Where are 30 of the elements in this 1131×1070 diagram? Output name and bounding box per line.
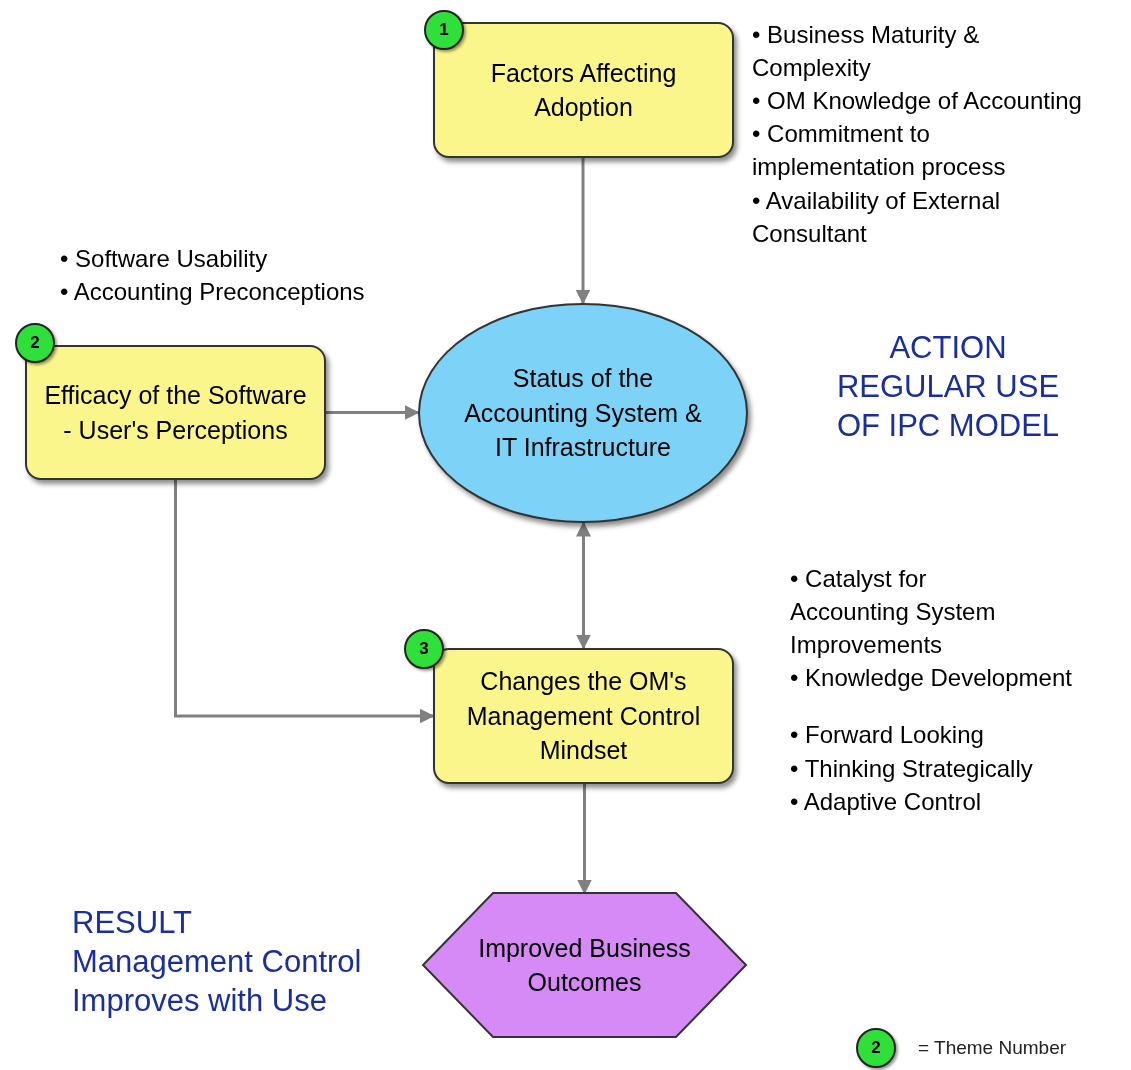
heading-text: Improves with Use [72,983,327,1019]
theme-number-circle: 2 [856,1028,896,1068]
theme-number-circle: 2 [15,323,55,363]
node-text: Improved Business Outcomes [477,932,692,998]
bullet-text: • Availability of External Consultant [752,185,1002,249]
bullet-text: • Catalyst for Accounting System Improvements [790,564,997,661]
bullet-text: • Software Usability [60,244,269,274]
status-ellipse: Status of the Accounting System & IT Infrastructure [418,303,748,523]
theme-number-circle: 1 [424,10,464,50]
arrow [174,480,435,724]
bullet-text: • Business Maturity & Complexity [752,20,981,84]
arrow [575,158,591,305]
legend-text: = Theme Number [918,1037,1067,1059]
bullet-text: • Knowledge Development [790,663,1073,694]
heading-text: RESULT [72,905,192,941]
bullet-text: • Thinking Strategically [790,753,1034,784]
bullet-text: • Forward Looking [790,720,985,751]
bullet-text: • OM Knowledge of Accounting [752,86,1083,117]
arrow [577,784,592,895]
heading-text: ACTION [889,330,1007,366]
process-box: Changes the OM's Management Control Mindset [433,648,734,784]
bullet-text: • Adaptive Control [790,786,983,817]
arrow [576,521,591,650]
bullet-text: • Accounting Preconceptions [60,277,366,308]
heading-text: OF IPC MODEL [836,408,1060,444]
bullet-text: • Commitment to implementation process [752,119,1007,183]
theme-number-circle: 3 [404,629,444,669]
heading-text: Management Control [72,944,362,980]
arrow [326,405,420,420]
heading-text: REGULAR USE [836,369,1060,405]
